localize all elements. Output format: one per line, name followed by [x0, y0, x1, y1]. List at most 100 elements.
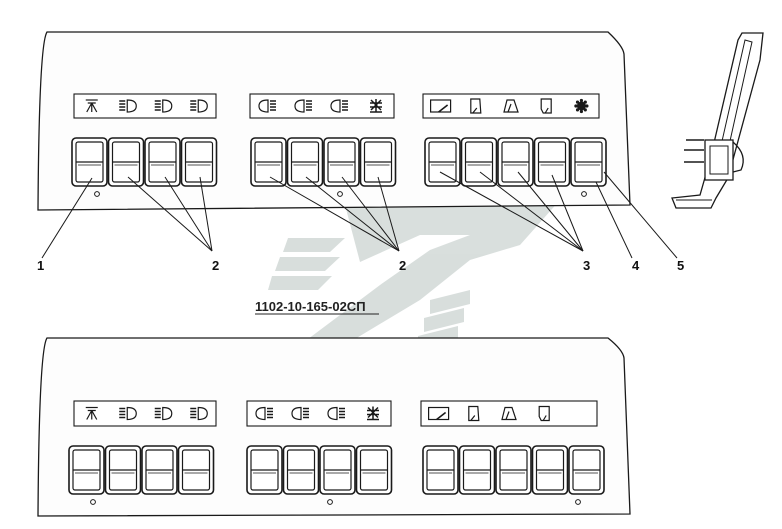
rocker-switch: [359, 137, 397, 187]
leader-lines: [41, 171, 678, 259]
switch-group: [420, 400, 605, 495]
rocker-switch: [570, 137, 607, 187]
callout-2-left: 2: [212, 258, 219, 273]
rocker-switch: [424, 137, 461, 187]
rocker-switch: [68, 445, 105, 495]
drawing-code: 1102-10-165-02СП: [255, 299, 366, 314]
leader-line: [377, 176, 400, 252]
rocker-switch: [497, 137, 534, 187]
indicator-led: [327, 499, 333, 505]
fog-light-icon: [327, 406, 345, 421]
hazard-light-icon: [370, 99, 382, 113]
door-window-icon: [538, 405, 550, 422]
side-window-icon: [470, 98, 482, 114]
rear-window-icon: [503, 99, 519, 113]
fog-light-icon: [255, 406, 273, 421]
rocker-switch: [180, 137, 218, 187]
windshield-wiper-icon: [428, 406, 450, 421]
switch-panel-bottom: [37, 337, 631, 517]
watermark-swoosh: [300, 180, 560, 345]
rocker-switch: [144, 137, 181, 187]
switch-body-profile: [671, 32, 764, 209]
rocker-switch: [323, 137, 360, 187]
rocker-switch: [355, 445, 393, 495]
windshield-wiper-icon: [430, 99, 452, 113]
rocker-switch: [177, 445, 215, 495]
switch-group: [246, 400, 393, 495]
rocker-switch: [71, 137, 108, 187]
fog-light-icon: [330, 99, 348, 113]
switch-group: [422, 93, 607, 187]
side-window-icon: [468, 405, 480, 422]
callout-1: 1: [37, 258, 44, 273]
rocker-switch: [495, 445, 532, 495]
door-window-icon: [540, 98, 552, 114]
fog-light-icon: [294, 99, 312, 113]
dome-light-icon: [85, 406, 98, 420]
watermark-bar: [275, 257, 340, 271]
leader-line: [439, 171, 584, 252]
fog-light-icon: [258, 99, 276, 113]
fog-light-icon: [291, 406, 309, 421]
callout-5: 5: [677, 258, 684, 273]
low-beam-icon: [190, 99, 208, 113]
rocker-switch: [458, 445, 496, 495]
watermark-stripes: [418, 290, 470, 348]
low-beam-icon: [154, 99, 173, 113]
callout-2-middle: 2: [399, 258, 406, 273]
low-beam-icon: [154, 406, 173, 421]
leader-line: [479, 171, 584, 252]
dome-light-icon: [85, 99, 98, 113]
low-beam-icon: [119, 99, 137, 113]
rocker-switch: [533, 137, 571, 187]
leader-line: [595, 181, 633, 259]
symbol-strip: [73, 93, 217, 119]
switch-housing-inner: [709, 145, 729, 175]
rocker-switch: [141, 445, 178, 495]
rear-window-icon: [501, 406, 517, 421]
rocker-switch: [282, 445, 320, 495]
symbol-strip: [73, 400, 217, 427]
rocker-switch: [319, 445, 356, 495]
symbol-strip: [420, 400, 598, 427]
symbol-strip: [246, 400, 392, 427]
indicator-led: [575, 499, 581, 505]
hazard-light-icon: [367, 406, 379, 421]
leader-line: [41, 177, 93, 259]
leader-line: [199, 176, 213, 252]
rocker-switch: [531, 445, 569, 495]
switch-side-view: [671, 32, 764, 209]
leader-line: [127, 176, 213, 252]
indicator-led: [94, 191, 100, 197]
rocker-switch: [460, 137, 498, 187]
rocker-switch: [250, 137, 287, 187]
fan-icon: [574, 98, 589, 114]
watermark-bar: [283, 238, 345, 252]
switch-group: [249, 93, 397, 187]
rocker-switch: [107, 137, 145, 187]
switch-group: [71, 93, 218, 187]
switch-clip: [732, 141, 744, 173]
indicator-led: [581, 191, 587, 197]
switch-group: [68, 400, 217, 495]
callout-3: 3: [583, 258, 590, 273]
callout-4: 4: [632, 258, 640, 273]
switch-panel-top: [37, 31, 631, 211]
leader-line: [603, 171, 678, 259]
leader-line: [164, 176, 213, 252]
rocker-switch: [286, 137, 324, 187]
leader-line: [551, 174, 584, 252]
low-beam-icon: [190, 406, 208, 421]
watermark-bar: [268, 276, 332, 290]
leader-line: [305, 176, 400, 252]
symbol-strip: [249, 93, 395, 119]
leader-line: [269, 176, 400, 252]
rocker-switch: [104, 445, 142, 495]
indicator-led: [337, 191, 343, 197]
symbol-strip: [422, 93, 600, 119]
rocker-switch: [246, 445, 283, 495]
leader-line: [341, 176, 400, 252]
leader-line: [517, 171, 584, 252]
rocker-switch: [568, 445, 605, 495]
